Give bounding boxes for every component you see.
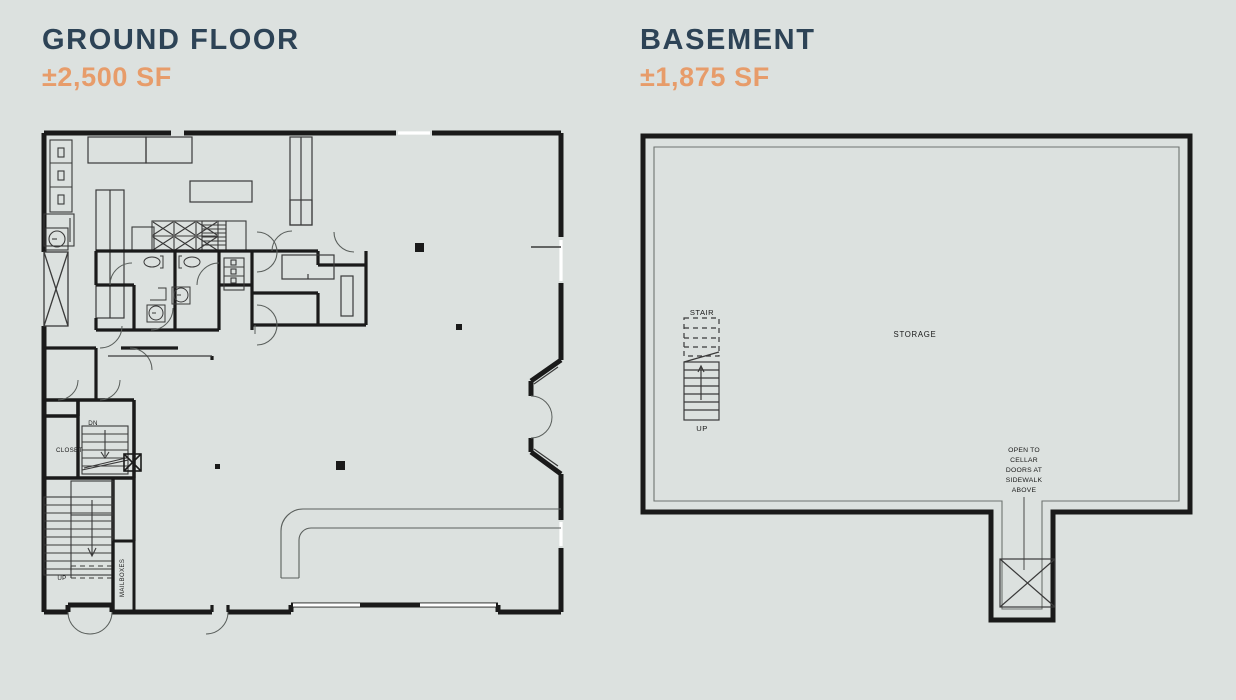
label-stair: STAIR (690, 308, 714, 317)
basement-area: ±1,875 SF (640, 62, 770, 92)
ground-floor-drawing: CLOSET DN UP MAILBOXES (41, 130, 564, 635)
label-basement-stair-up: UP (696, 424, 708, 433)
basement-title: BASEMENT (640, 24, 816, 56)
ground-floor-area: ±2,500 SF (42, 62, 172, 92)
basement-titleblock: BASEMENT ±1,875 SF (640, 26, 816, 91)
cellar-note-line-3: DOORS AT (1006, 467, 1042, 474)
panel-ground-floor: GROUND FLOOR ±2,500 SF (41, 26, 564, 635)
ground-floor-titleblock: GROUND FLOOR ±2,500 SF (42, 26, 300, 91)
panel-basement: BASEMENT ±1,875 SF (618, 0, 1236, 700)
ground-floor-title: GROUND FLOOR (42, 24, 300, 56)
cellar-note-line-5: ABOVE (1012, 487, 1037, 494)
basement-drawing: STAIR UP STORAGE OPEN TO CELLAR DOORS AT… (618, 0, 1236, 700)
label-mailboxes: MAILBOXES (120, 559, 126, 597)
label-stair-dn: DN (88, 420, 98, 427)
label-storage: STORAGE (894, 330, 937, 339)
label-cellar-note: OPEN TO CELLAR DOORS AT SIDEWALK ABOVE (1006, 447, 1043, 494)
cellar-note-line-4: SIDEWALK (1006, 477, 1043, 484)
cellar-note-line-1: OPEN TO (1008, 447, 1040, 454)
label-stair-up: UP (57, 575, 66, 582)
cellar-note-line-2: CELLAR (1010, 457, 1038, 464)
label-closet: CLOSET (56, 447, 83, 454)
